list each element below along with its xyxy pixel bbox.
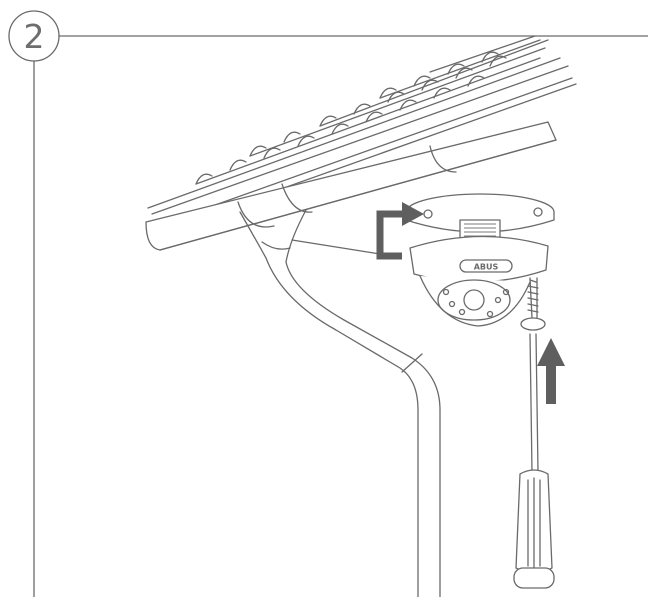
up-arrow-icon — [537, 338, 565, 404]
step-frame — [8, 10, 648, 597]
roof-tiles — [147, 35, 577, 233]
camera-mount-plate — [405, 193, 555, 243]
dome-camera — [409, 235, 549, 327]
rain-gutter — [145, 121, 557, 251]
brand-logo: ABUS — [474, 263, 499, 272]
downpipe — [239, 209, 441, 597]
mounting-screw — [520, 277, 546, 331]
bracket-arrow-icon — [376, 202, 424, 260]
step-circle — [8, 10, 60, 62]
screwdriver — [513, 333, 555, 589]
